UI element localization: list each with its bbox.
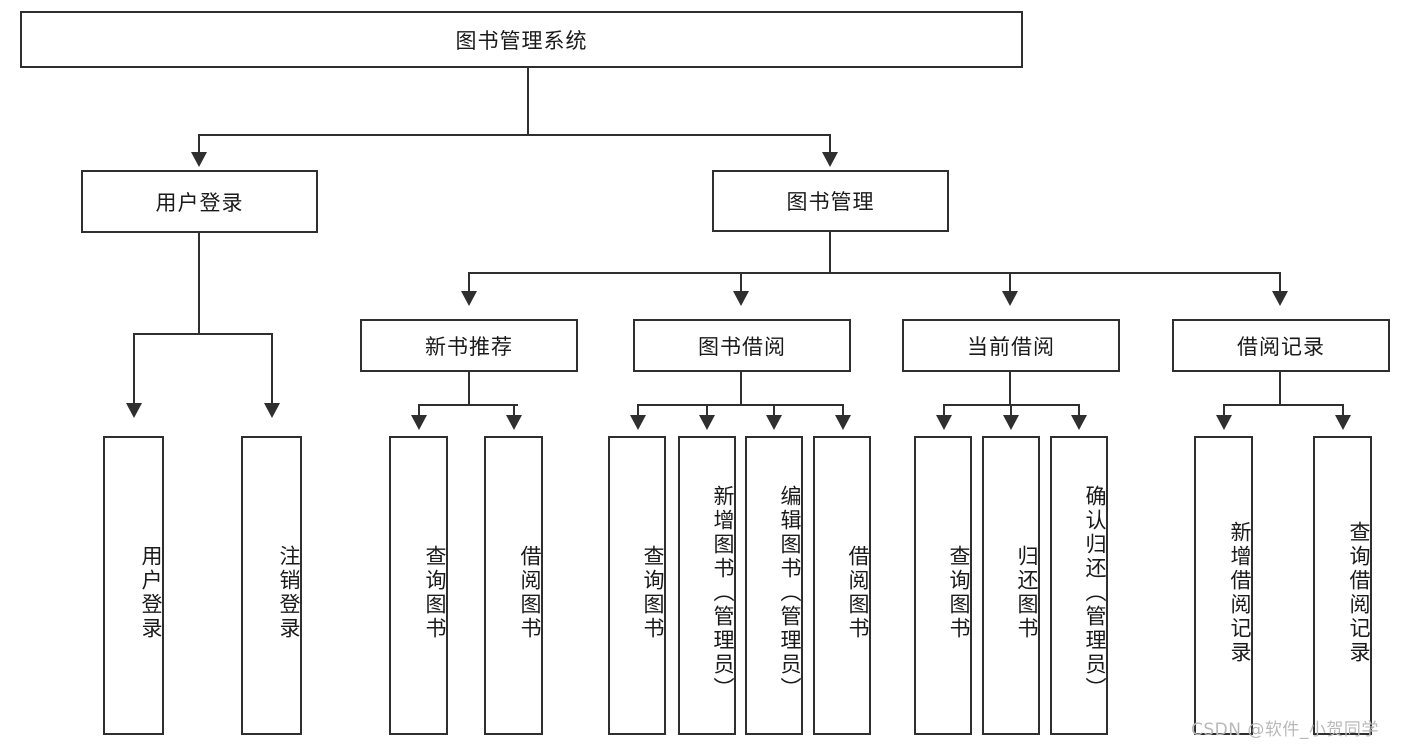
node-label: 借阅图书 [518, 544, 542, 641]
connector-user-login-stem [198, 233, 200, 334]
node-leaf-confirm-return-admin[interactable]: 确认归还（管理员） [1050, 436, 1108, 735]
node-label: 查询借阅记录 [1347, 520, 1371, 665]
node-label: 新增借阅记录 [1228, 520, 1252, 665]
node-leaf-add-borrow-record[interactable]: 新增借阅记录 [1194, 436, 1253, 735]
arrowhead-user-login-leaf-1 [126, 403, 142, 418]
node-new-book-recommend[interactable]: 新书推荐 [360, 319, 578, 372]
node-leaf-return-book[interactable]: 归还图书 [982, 436, 1040, 735]
node-leaf-query-book-borrow[interactable]: 查询图书 [608, 436, 666, 735]
node-leaf-query-book-newbook[interactable]: 查询图书 [389, 436, 448, 735]
node-label: 查询图书 [641, 544, 665, 641]
arrowhead-to-user-login [191, 152, 207, 167]
node-leaf-query-book-current[interactable]: 查询图书 [914, 436, 972, 735]
connector-borrow-record-drop-1 [1223, 404, 1225, 419]
arrowhead-to-book-management [822, 152, 838, 167]
connector-user-login-drop-2 [271, 333, 273, 406]
node-label: 借阅图书 [846, 544, 870, 641]
node-borrow-record[interactable]: 借阅记录 [1172, 319, 1390, 372]
node-label: 新增图书（管理员） [711, 484, 735, 701]
connector-book-borrow-bus [637, 404, 843, 406]
arrowhead-current-borrow-leaf-2 [1003, 415, 1019, 430]
connector-user-login-bus [133, 333, 272, 335]
node-label: 注销登录 [277, 544, 301, 641]
arrowhead-to-current-borrow [1002, 291, 1018, 306]
node-book-management[interactable]: 图书管理 [712, 170, 949, 232]
watermark: CSDN @软件_小贺同学 [1191, 720, 1379, 740]
connector-current-borrow-drop-1 [943, 404, 945, 419]
connector-to-user-login [198, 134, 200, 156]
connector-book-borrow-drop-3 [773, 404, 775, 419]
node-label: 编辑图书（管理员） [778, 484, 802, 701]
node-leaf-user-login[interactable]: 用户登录 [103, 436, 164, 735]
arrowhead-book-borrow-leaf-2 [699, 415, 715, 430]
connector-current-borrow-drop-2 [1010, 404, 1012, 419]
connector-user-login-drop-1 [133, 333, 135, 406]
arrowhead-user-login-leaf-2 [264, 403, 280, 418]
node-label: 用户登录 [155, 190, 244, 215]
node-label: 用户登录 [139, 544, 163, 641]
node-label: 图书管理系统 [455, 28, 588, 53]
connector-new-book-stem [468, 372, 470, 405]
arrowhead-borrow-record-leaf-1 [1216, 415, 1232, 430]
node-leaf-query-borrow-record[interactable]: 查询借阅记录 [1313, 436, 1372, 735]
connector-book-borrow-drop-4 [842, 404, 844, 419]
connector-to-borrow-record [1279, 272, 1281, 294]
connector-book-borrow-stem [740, 372, 742, 405]
connector-root-stem [527, 68, 529, 135]
arrowhead-current-borrow-leaf-3 [1071, 415, 1087, 430]
arrowhead-book-borrow-leaf-1 [630, 415, 646, 430]
connector-borrow-record-bus [1223, 404, 1343, 406]
connector-level1-bus [198, 134, 830, 136]
node-label: 当前借阅 [967, 334, 1055, 359]
connector-new-book-bus [418, 404, 518, 406]
node-label: 查询图书 [947, 544, 971, 641]
connector-book-borrow-drop-2 [706, 404, 708, 419]
node-label: 查询图书 [423, 544, 447, 641]
connector-borrow-record-stem [1279, 372, 1281, 405]
node-label: 确认归还（管理员） [1083, 484, 1107, 701]
node-label: 归还图书 [1015, 544, 1039, 641]
connector-level3-bus [468, 272, 1280, 274]
connector-book-borrow-drop-1 [637, 404, 639, 419]
connector-new-book-drop-2 [513, 404, 515, 419]
connector-to-book-borrow [740, 272, 742, 294]
connector-book-management-stem [829, 232, 831, 273]
connector-current-borrow-drop-3 [1078, 404, 1080, 419]
node-label: 图书借阅 [698, 334, 786, 359]
node-leaf-borrow-book-borrow[interactable]: 借阅图书 [813, 436, 871, 735]
node-label: 图书管理 [786, 190, 875, 214]
node-user-login[interactable]: 用户登录 [81, 170, 318, 233]
arrowhead-to-borrow-record [1272, 291, 1288, 306]
arrowhead-book-borrow-leaf-4 [835, 415, 851, 430]
node-label: 新书推荐 [425, 334, 513, 359]
arrowhead-borrow-record-leaf-2 [1335, 415, 1351, 430]
node-current-borrow[interactable]: 当前借阅 [902, 319, 1120, 372]
node-label: 借阅记录 [1237, 334, 1325, 359]
node-book-borrow[interactable]: 图书借阅 [633, 319, 851, 372]
arrowhead-to-new-book [461, 291, 477, 306]
arrowhead-current-borrow-leaf-1 [936, 415, 952, 430]
node-leaf-edit-book-admin[interactable]: 编辑图书（管理员） [745, 436, 803, 735]
arrowhead-book-borrow-leaf-3 [766, 415, 782, 430]
arrowhead-new-book-leaf-2 [506, 415, 522, 430]
node-root-book-management-system[interactable]: 图书管理系统 [20, 11, 1023, 68]
arrowhead-new-book-leaf-1 [411, 415, 427, 430]
connector-current-borrow-stem [1009, 372, 1011, 405]
connector-to-current-borrow [1009, 272, 1011, 294]
connector-new-book-drop-1 [418, 404, 420, 419]
connector-to-book-management [829, 134, 831, 156]
node-leaf-logout[interactable]: 注销登录 [241, 436, 302, 735]
arrowhead-to-book-borrow [733, 291, 749, 306]
connector-borrow-record-drop-2 [1342, 404, 1344, 419]
node-leaf-add-book-admin[interactable]: 新增图书（管理员） [678, 436, 736, 735]
connector-to-new-book [468, 272, 470, 294]
node-leaf-borrow-book-newbook[interactable]: 借阅图书 [484, 436, 543, 735]
